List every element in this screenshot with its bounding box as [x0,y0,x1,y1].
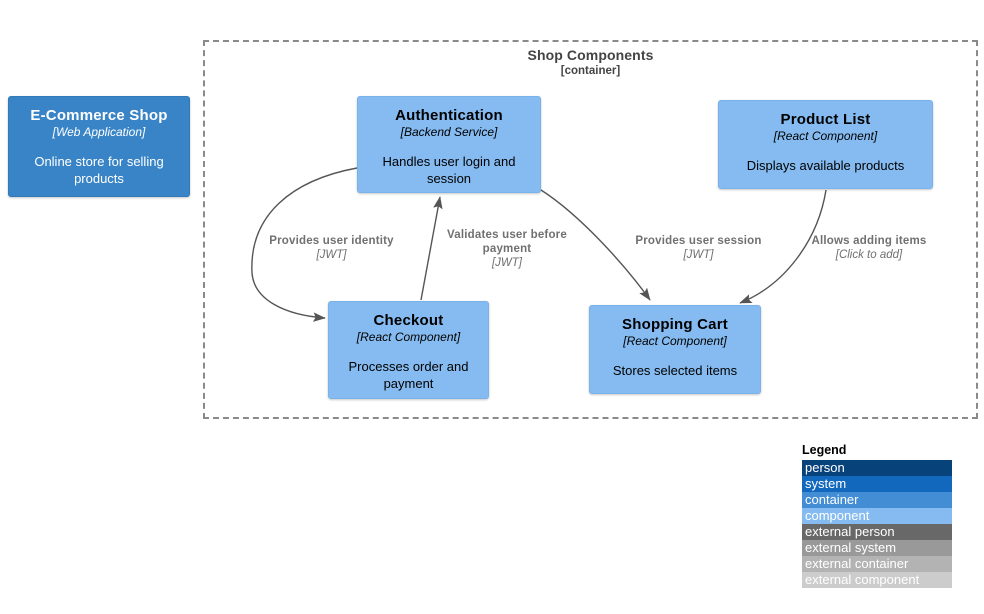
node-shopping-cart[interactable]: Shopping Cart [React Component] Stores s… [589,305,761,394]
node-title: Authentication [395,107,503,124]
node-title: Shopping Cart [622,316,728,333]
legend-item-external-container: external container [802,556,952,572]
node-technology: [Web Application] [52,125,146,139]
boundary-title: Shop Components [527,47,654,63]
node-technology: [React Component] [773,129,878,143]
node-title: Checkout [373,312,444,329]
node-description: Online store for selling products [34,154,164,186]
node-authentication[interactable]: Authentication [Backend Service] Handles… [357,96,541,193]
legend-item-system: system [802,476,952,492]
boundary-shop-components [203,40,978,419]
node-technology: [Backend Service] [400,125,498,139]
node-description: Processes order and payment [348,359,469,391]
legend-item-external-person: external person [802,524,952,540]
node-description: Stores selected items [612,363,738,378]
node-description: Displays available products [746,158,905,173]
legend-title: Legend [802,443,847,457]
node-technology: [React Component] [623,334,727,348]
node-title: E-Commerce Shop [30,107,168,124]
legend-item-external-system: external system [802,540,952,556]
node-ecommerce-shop[interactable]: E-Commerce Shop [Web Application] Online… [8,96,190,197]
node-description: Handles user login and session [382,154,516,186]
node-product-list[interactable]: Product List [React Component] Displays … [718,100,933,189]
node-checkout[interactable]: Checkout [React Component] Processes ord… [328,301,489,399]
legend-item-person: person [802,460,952,476]
node-technology: [React Component] [356,330,461,344]
node-title: Product List [780,111,871,128]
legend-item-container: container [802,492,952,508]
legend: Legend person system container component… [802,443,952,588]
legend-rows: person system container component extern… [802,460,952,588]
boundary-subtitle: [container] [560,65,621,77]
legend-item-component: component [802,508,952,524]
legend-item-external-component: external component [802,572,952,588]
